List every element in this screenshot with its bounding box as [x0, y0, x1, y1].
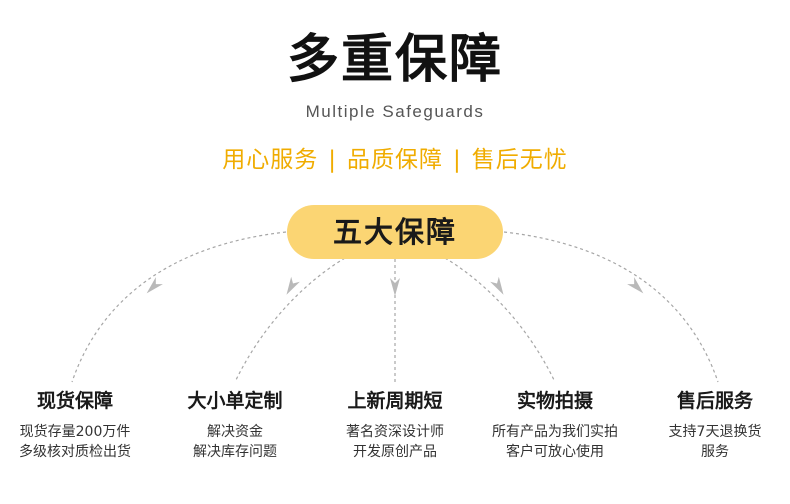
- connector-curve: [503, 231, 719, 383]
- feature-title: 上新周期短: [347, 390, 443, 412]
- feature-custom-orders: 大小单定制 解决资金 解决库存问题: [156, 388, 314, 462]
- connector-curve: [71, 231, 287, 383]
- feature-description: 解决资金: [207, 424, 263, 440]
- tagline-item-quality: 品质保障: [347, 147, 443, 173]
- connector-curve: [234, 257, 346, 383]
- feature-title: 售后服务: [676, 390, 753, 412]
- feature-after-sales: 售后服务 支持7天退换货 服务: [636, 388, 790, 462]
- feature-title: 现货保障: [36, 390, 113, 412]
- feature-description: 所有产品为我们实拍: [492, 424, 618, 440]
- arrow-icon: [286, 276, 300, 295]
- feature-real-photos: 实物拍摄 所有产品为我们实拍 客户可放心使用: [476, 388, 634, 462]
- tagline-item-aftersales: 售后无忧: [471, 147, 568, 173]
- feature-description: 解决库存问题: [193, 444, 277, 460]
- feature-description: 多级核对质检出货: [19, 444, 131, 460]
- arrow-icon: [490, 276, 504, 295]
- arrow-icon: [627, 277, 644, 294]
- tagline-item-service: 用心服务: [222, 147, 319, 173]
- feature-description: 服务: [701, 444, 729, 460]
- feature-description: 著名资深设计师: [346, 424, 444, 440]
- tagline-separator: |: [328, 147, 337, 173]
- feature-description: 支持7天退换货: [668, 424, 762, 440]
- feature-description: 开发原创产品: [353, 444, 437, 460]
- feature-new-arrivals: 上新周期短 著名资深设计师 开发原创产品: [316, 388, 474, 462]
- center-badge: 五大保障: [287, 205, 503, 259]
- feature-description: 现货存量200万件: [19, 424, 131, 440]
- tagline-separator: |: [453, 147, 462, 173]
- feature-title: 大小单定制: [187, 390, 283, 412]
- page-subtitle: Multiple Safeguards: [305, 102, 485, 121]
- page-title: 多重保障: [286, 30, 503, 90]
- connector-curve: [444, 257, 556, 383]
- feature-stock: 现货保障 现货存量200万件 多级核对质检出货: [0, 388, 154, 462]
- feature-title: 实物拍摄: [516, 390, 593, 412]
- feature-description: 客户可放心使用: [506, 444, 604, 460]
- arrow-icon: [390, 278, 400, 296]
- arrow-icon: [146, 277, 163, 294]
- tagline: 用心服务 | 品质保障 | 售后无忧: [0, 144, 790, 176]
